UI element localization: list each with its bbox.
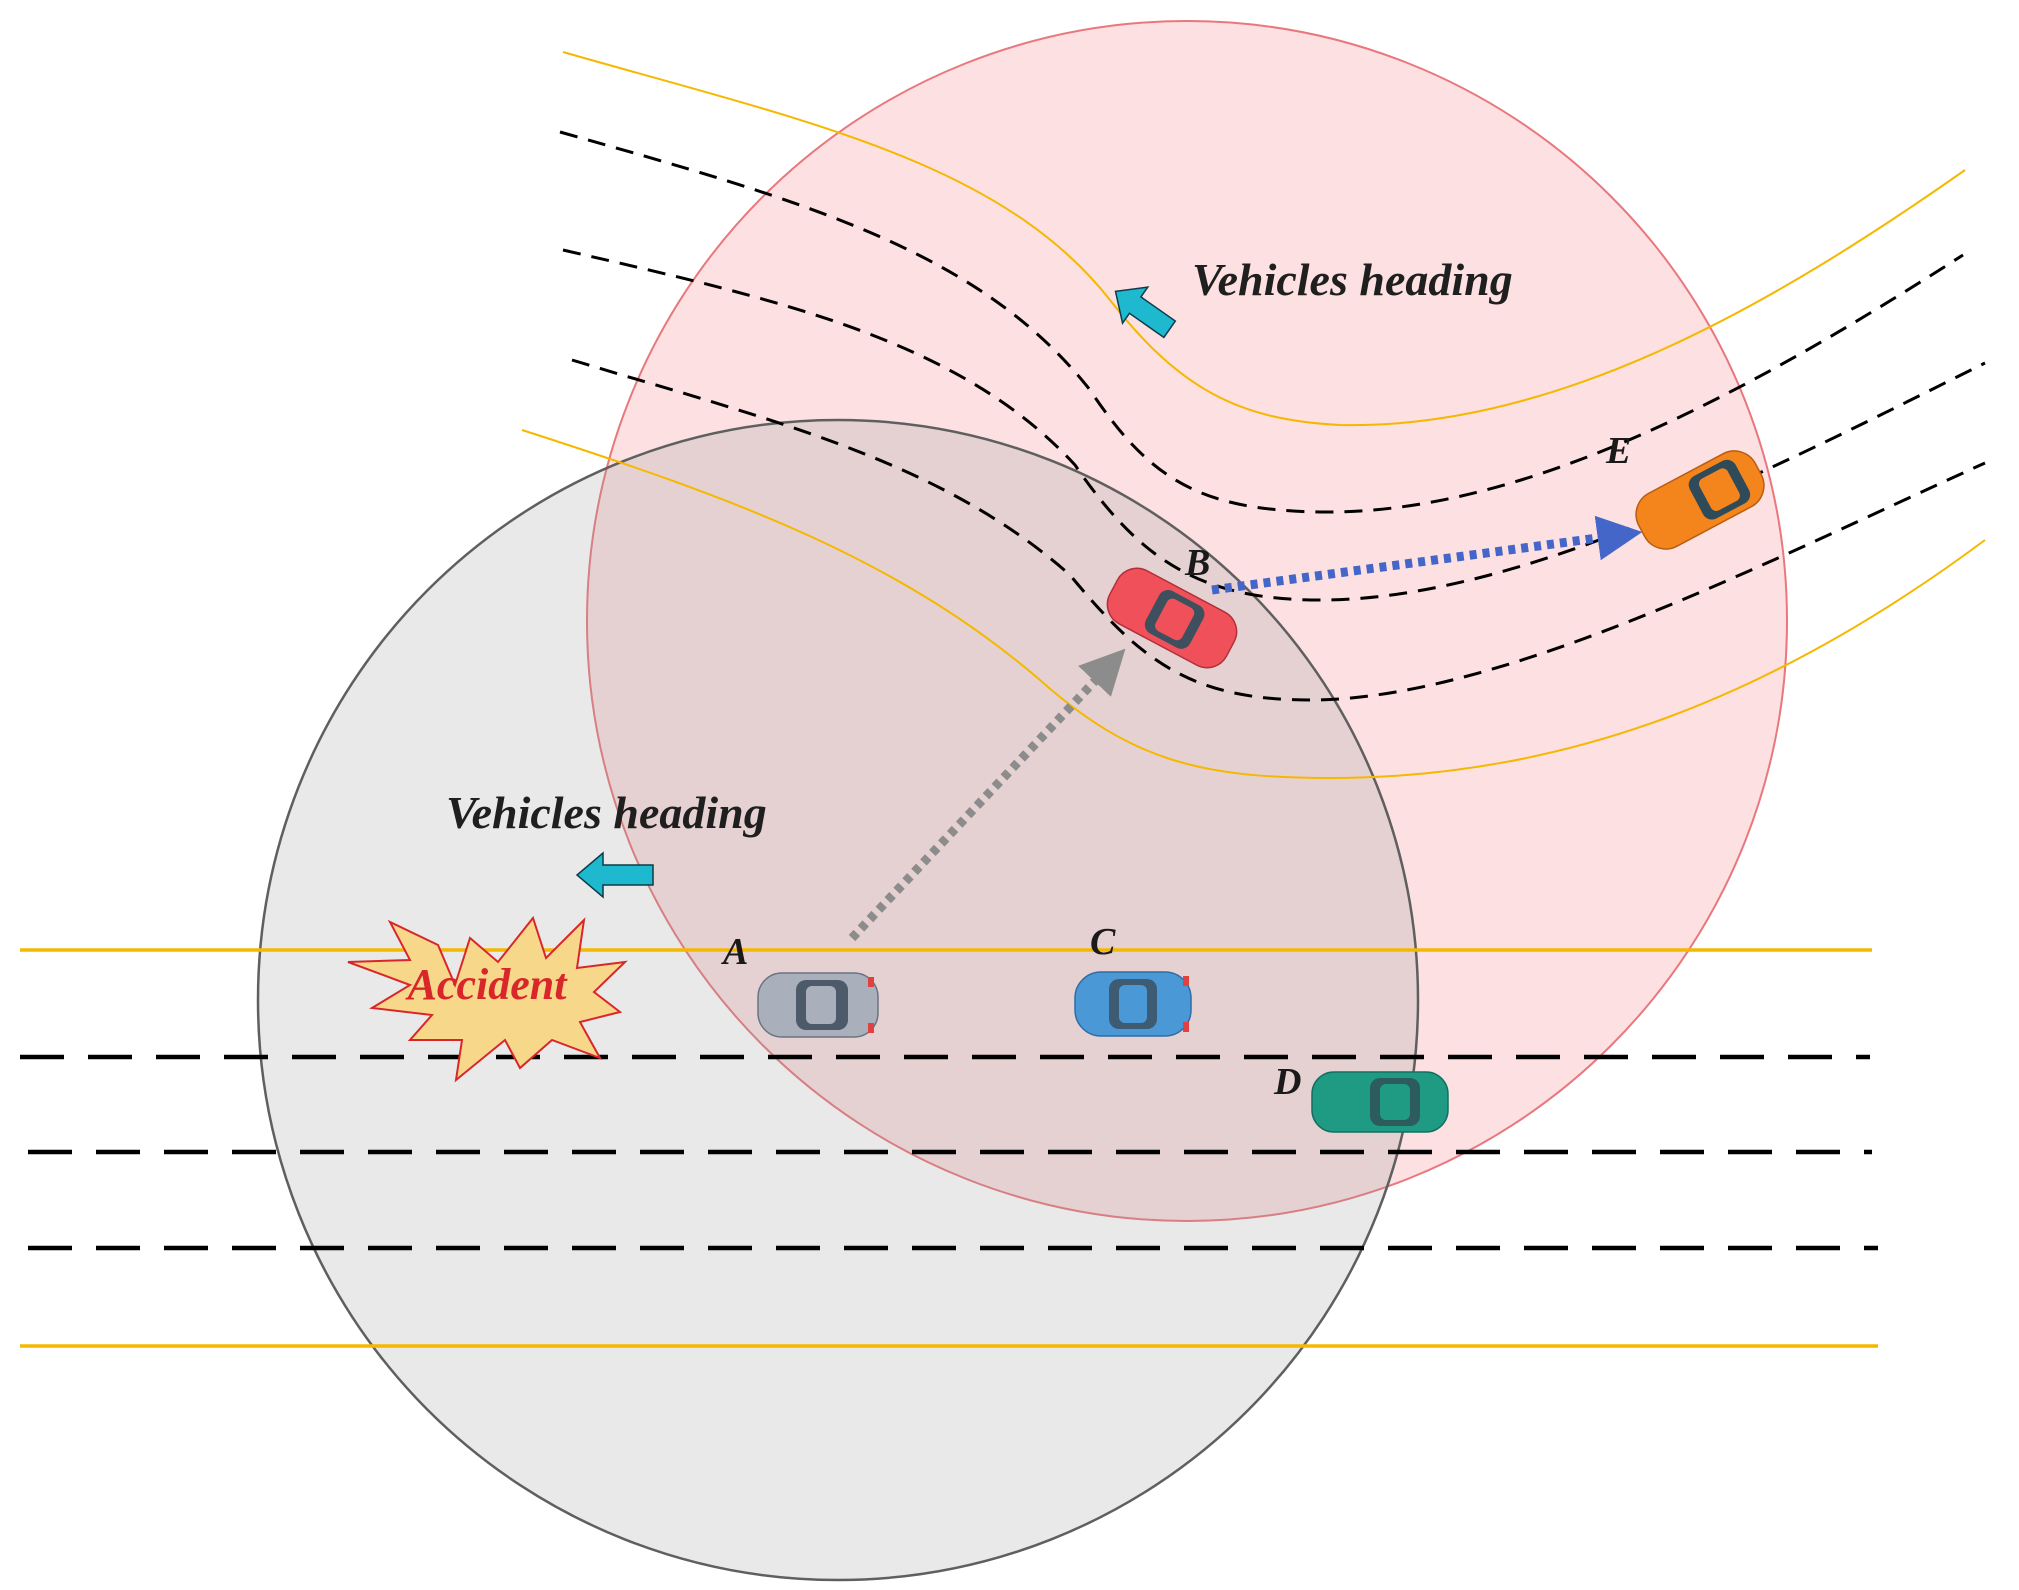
straight-road: [20, 948, 1878, 1348]
relay-arrow-a-to-b: [848, 648, 1126, 942]
vehicle-a-car-icon: [757, 972, 879, 1038]
heading-arrow-lower-icon: [575, 851, 654, 899]
vehicle-b-car-icon: [1106, 567, 1238, 669]
accident-burst-icon: [347, 915, 628, 1083]
curved-road-upper-edge: [562, 51, 1966, 427]
curved-road-lane-3: [571, 358, 1986, 702]
heading-label-lower: Vehicles heading: [446, 787, 767, 838]
heading-label-upper: Vehicles heading: [1192, 254, 1513, 305]
vehicle-c-label: C: [1090, 921, 1116, 963]
curved-road-lane-1: [559, 130, 1964, 514]
vehicle-b-label: B: [1184, 542, 1210, 584]
curved-road-lower-edge: [521, 429, 1986, 780]
accident-label: Accident: [405, 960, 569, 1009]
vehicle-a-label: A: [721, 931, 748, 973]
vehicle-e-car-icon: [1635, 450, 1765, 550]
relay-arrow-b-to-e: [1211, 515, 1643, 595]
vehicle-d-car-icon: [1311, 1071, 1449, 1133]
vehicle-d-label: D: [1273, 1061, 1301, 1103]
vehicle-e-label: E: [1605, 430, 1631, 472]
vehicle-c-car-icon: [1074, 971, 1192, 1037]
heading-arrow-upper-icon: [1114, 286, 1177, 339]
